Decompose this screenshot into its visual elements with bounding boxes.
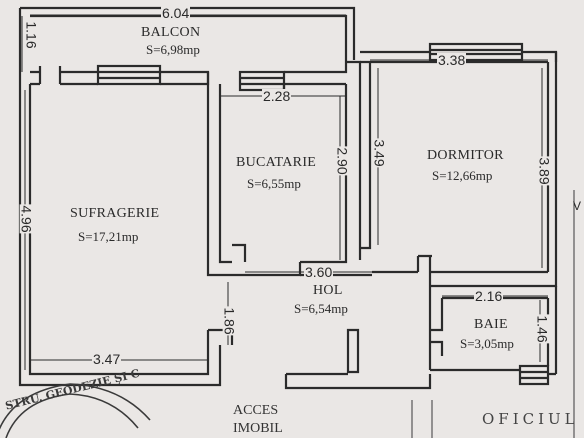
room-name-dormitor: DORMITOR xyxy=(427,148,504,163)
dim-bucatarie-height: 2.90 xyxy=(334,146,351,176)
balcony-inner-wall xyxy=(30,14,348,62)
room-area-dormitor: S=12,66mp xyxy=(432,168,493,183)
bath-bottom-wall xyxy=(430,368,556,376)
room-area-sufragerie: S=17,21mp xyxy=(78,229,139,244)
room-name-sufragerie: SUFRAGERIE xyxy=(70,206,160,221)
living-window xyxy=(96,64,162,86)
balcony-separator-wall-2 xyxy=(58,66,98,86)
access-label-line2: IMOBIL xyxy=(233,421,283,436)
dim-hol-depth: 1.86 xyxy=(221,306,238,336)
room-area-bucatarie: S=6,55mp xyxy=(247,176,301,191)
room-area-balcon: S=6,98mp xyxy=(146,42,200,57)
room-name-baie: BAIE xyxy=(474,317,508,332)
room-name-balcon: BALCON xyxy=(141,25,201,40)
dim-balcon-width: 6.04 xyxy=(161,5,191,21)
dim-balcon-depth: 1.16 xyxy=(23,20,40,50)
bedroom-top-wall xyxy=(360,50,430,64)
bath-left-wall xyxy=(428,286,444,370)
kitchen-top-wall xyxy=(282,62,348,90)
kitchen-left-wall xyxy=(206,72,240,277)
dimension-lines xyxy=(21,14,548,370)
stamp xyxy=(0,383,151,438)
dim-hol-width: 3.60 xyxy=(304,264,334,280)
room-name-hol: HOL xyxy=(313,283,343,298)
balcony-separator-wall xyxy=(30,66,42,86)
room-area-hol: S=6,54mp xyxy=(294,301,348,316)
entrance-wall-right xyxy=(346,328,360,374)
entrance-bottom-wall xyxy=(284,372,432,390)
room-area-baie: S=3,05mp xyxy=(460,336,514,351)
dim-dormitor-left-height: 3.49 xyxy=(371,138,388,168)
kitchen-door-jamb xyxy=(232,243,302,277)
room-name-bucatarie: BUCATARIE xyxy=(236,155,317,170)
dim-dormitor-right-height: 3.89 xyxy=(536,156,553,186)
bedroom-left-wall xyxy=(360,62,372,250)
dim-sufragerie-width: 3.47 xyxy=(92,351,122,367)
bath-window xyxy=(518,364,550,386)
dim-sufragerie-height: 4.96 xyxy=(18,204,35,234)
edge-letter: V xyxy=(573,199,582,213)
dim-bucatarie-width: 2.28 xyxy=(262,88,292,104)
dim-baie-width: 2.16 xyxy=(474,288,504,304)
living-top-wall xyxy=(160,70,210,86)
dim-baie-height: 1.46 xyxy=(534,314,551,344)
balcony-outer-wall xyxy=(18,6,356,72)
office-label: OFICIUL xyxy=(482,410,579,428)
bedroom-bottom-wall xyxy=(372,256,548,286)
access-label-line1: ACCES xyxy=(233,403,279,418)
dim-dormitor-width: 3.38 xyxy=(437,52,467,68)
